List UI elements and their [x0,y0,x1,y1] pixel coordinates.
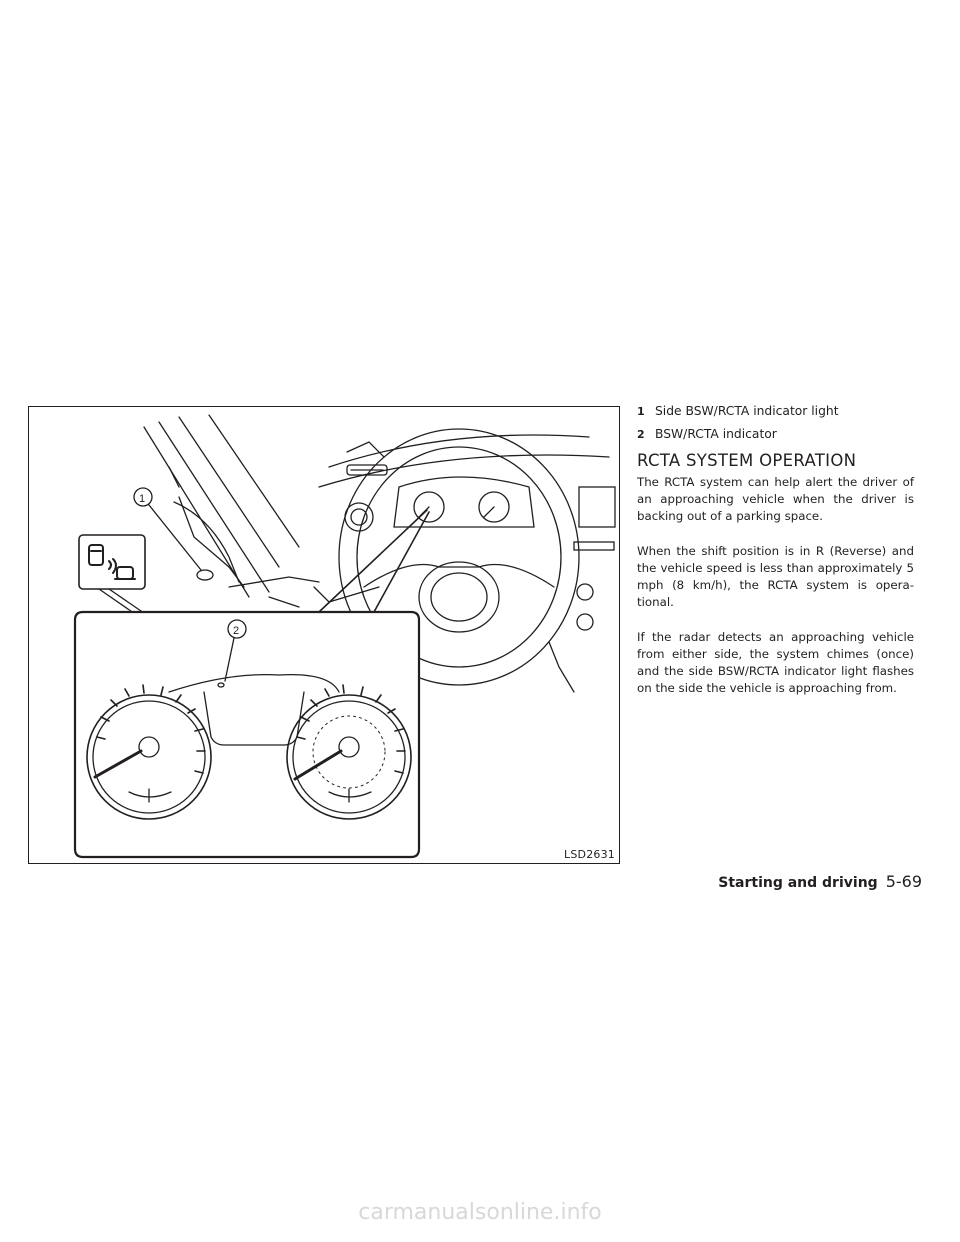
legend-item-1: 1 Side BSW/RCTA indicator light [637,403,937,420]
section-heading: RCTA SYSTEM OPERATION [637,451,857,470]
legend-item-2: 2 BSW/RCTA indicator [637,426,937,443]
tachometer [286,694,412,820]
page-number: 5-69 [885,872,922,891]
cluster-zoom-panel [73,610,421,859]
illustration-figure: 1 [28,406,620,864]
paragraph-2: When the shift position is in R (Reverse… [637,544,914,609]
paragraph-1: The RCTA system can help alert the drive… [637,475,914,523]
side-indicator-light [196,569,214,581]
paragraph-3: If the radar detects an approaching vehi… [637,630,914,695]
legend-number: 1 [637,405,645,418]
watermark: carmanualsonline.info [358,1200,602,1225]
bsw-icon-box [78,534,146,590]
dashboard-illustration: 1 [73,414,616,859]
callout-1-circle [133,487,153,507]
page-footer: Starting and driving 5-69 [718,872,922,891]
legend-text: BSW/RCTA indicator [655,427,777,441]
svg-text:2: 2 [233,625,239,637]
footer-section: Starting and driving [718,875,878,891]
legend-text: Side BSW/RCTA indicator light [655,404,839,418]
callout-2-circle [227,619,247,639]
figure-code: LSD2631 [564,848,615,861]
svg-text:1: 1 [139,493,145,505]
legend-number: 2 [637,428,645,441]
bsw-car-icon [88,544,136,580]
steering-wheel [338,428,580,686]
speedometer [86,694,212,820]
